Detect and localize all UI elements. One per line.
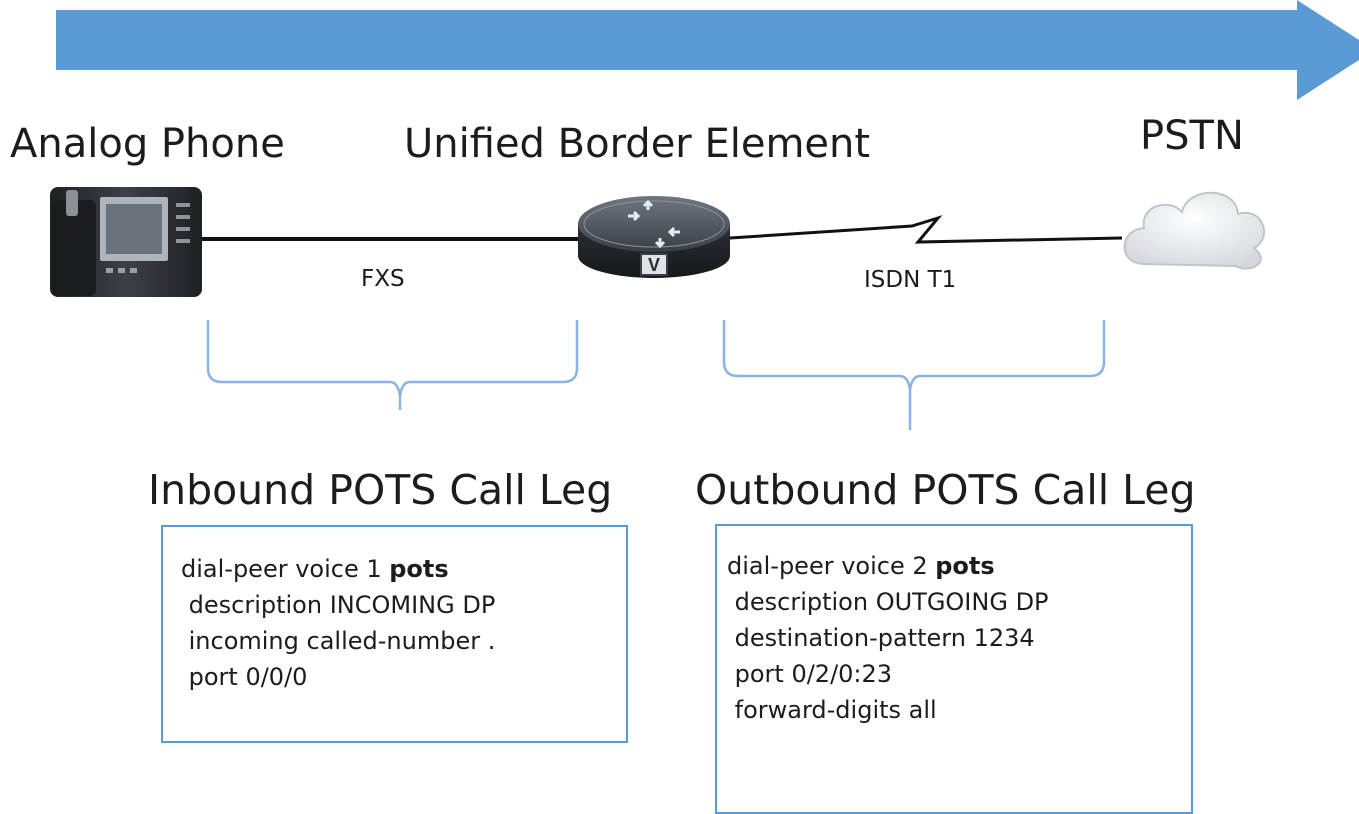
router-icon bbox=[578, 196, 730, 278]
router-badge: V bbox=[648, 255, 660, 275]
inbound-bracket bbox=[206, 320, 579, 410]
config-line: port 0/0/0 bbox=[181, 663, 308, 691]
inbound-config-box: dial-peer voice 1 pots description INCOM… bbox=[161, 525, 628, 743]
config-line: description INCOMING DP bbox=[181, 591, 496, 619]
config-line: dial-peer voice 2 pots bbox=[727, 552, 995, 580]
fxs-link-label: FXS bbox=[361, 266, 405, 292]
config-line: forward-digits all bbox=[727, 696, 937, 724]
outbound-bracket bbox=[722, 320, 1106, 430]
pstn-label: PSTN bbox=[1140, 113, 1244, 159]
analog-phone-label: Analog Phone bbox=[10, 121, 285, 167]
config-line: destination-pattern 1234 bbox=[727, 624, 1035, 652]
outbound-config-box: dial-peer voice 2 pots description OUTGO… bbox=[715, 524, 1193, 814]
call-flow-arrow bbox=[56, 0, 1359, 100]
cloud-icon bbox=[1123, 191, 1265, 270]
config-line: description OUTGOING DP bbox=[727, 588, 1049, 616]
isdn-link-label: ISDN T1 bbox=[864, 267, 957, 293]
outbound-leg-title: Outbound POTS Call Leg bbox=[695, 466, 1196, 514]
analog-phone-icon bbox=[50, 187, 202, 297]
config-line: dial-peer voice 1 pots bbox=[181, 555, 449, 583]
config-line: incoming called-number . bbox=[181, 627, 496, 655]
isdn-link-line bbox=[729, 215, 1123, 244]
inbound-leg-title: Inbound POTS Call Leg bbox=[148, 466, 613, 514]
config-line: port 0/2/0:23 bbox=[727, 660, 893, 688]
cube-label: Unified Border Element bbox=[404, 121, 871, 167]
